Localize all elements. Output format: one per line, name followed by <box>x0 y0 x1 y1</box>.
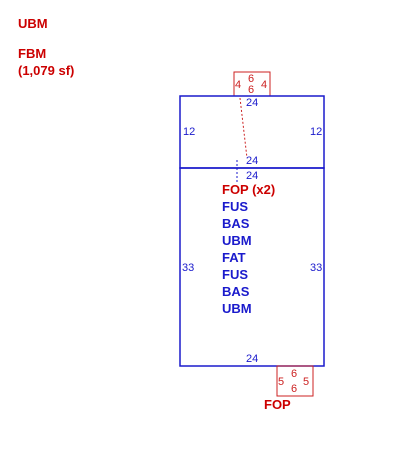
bottom-porch-side-left: 5 <box>278 376 284 388</box>
section-label: FOP (x2) <box>222 182 275 197</box>
bottom-porch-dim-a: 6 <box>291 368 297 380</box>
section-label: BAS <box>222 216 250 231</box>
upper-dim-top: 24 <box>246 97 258 109</box>
section-label: BAS <box>222 284 250 299</box>
legend-fbm-label: FBM <box>18 46 47 61</box>
upper-dim-left: 12 <box>183 126 195 138</box>
main-dim-right: 33 <box>310 262 322 274</box>
main-dim-bottom: 24 <box>246 353 258 365</box>
bottom-porch-side-right: 5 <box>303 376 309 388</box>
main-dim-top: 24 <box>246 170 258 182</box>
section-label: UBM <box>222 233 252 248</box>
top-porch-dim-b: 6 <box>248 84 254 96</box>
section-label-stack: FOP (x2) FUS BAS UBM FAT FUS BAS UBM <box>222 182 275 316</box>
main-dim-left: 33 <box>182 262 194 274</box>
top-porch-side-right: 4 <box>261 79 267 91</box>
legend-title: UBM <box>18 16 48 31</box>
section-label: UBM <box>222 301 252 316</box>
upper-dim-bottom: 24 <box>246 155 258 167</box>
upper-dim-right: 12 <box>310 126 322 138</box>
bottom-porch-dim-b: 6 <box>291 383 297 395</box>
section-label: FAT <box>222 250 246 265</box>
section-label: FUS <box>222 199 248 214</box>
bottom-porch-label: FOP <box>264 397 291 412</box>
main-section-outline <box>179 167 325 367</box>
bottom-porch-outline <box>276 365 314 397</box>
legend-fbm-area: (1,079 sf) <box>18 63 75 78</box>
section-label: FUS <box>222 267 248 282</box>
top-porch-side-left: 4 <box>235 79 241 91</box>
top-porch-dim-a: 6 <box>248 73 254 85</box>
